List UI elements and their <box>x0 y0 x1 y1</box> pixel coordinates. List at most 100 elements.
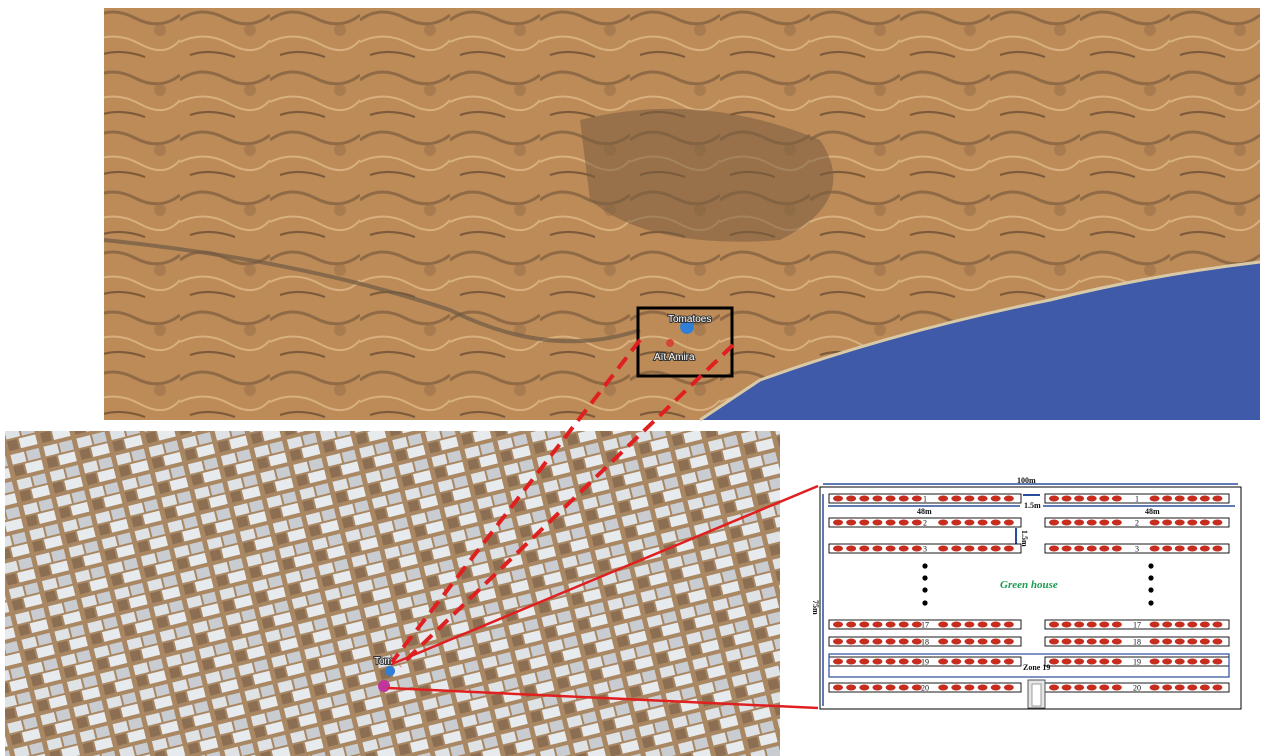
tomato-plant <box>833 495 843 502</box>
planting-row-18-left <box>828 636 1022 647</box>
ellipsis-dot <box>922 600 928 606</box>
tomato-plant <box>1187 684 1198 691</box>
tomato-plant <box>1149 638 1160 645</box>
greenhouse-label: Green house <box>1000 579 1058 591</box>
tomato-plant <box>977 658 988 665</box>
tomato-plant <box>1049 638 1059 645</box>
ellipsis-dot <box>1148 587 1154 593</box>
tomato-plant <box>1111 684 1122 691</box>
tomato-plant <box>846 519 857 526</box>
tomato-plant <box>1086 638 1097 645</box>
door-panel <box>1031 683 1042 707</box>
zone-19-label: Zone 19 <box>1023 663 1050 672</box>
tomato-plant <box>833 658 843 665</box>
tomato-plant <box>951 658 962 665</box>
tomato-plant <box>1174 658 1185 665</box>
tomato-plant <box>964 638 975 645</box>
tomato-plant <box>1174 638 1185 645</box>
tomato-plant <box>1199 545 1210 552</box>
tomato-plant <box>833 621 843 628</box>
tomato-plant <box>1212 684 1223 691</box>
tomato-plant <box>1003 495 1014 502</box>
tomato-plant <box>885 519 896 526</box>
planting-row-20-left <box>828 682 1022 693</box>
row-number-label: 2 <box>923 519 927 528</box>
tomato-plant <box>1162 495 1173 502</box>
ellipsis-dot <box>1148 575 1154 581</box>
aisle-label: 1.5m <box>1024 501 1041 510</box>
tomato-plant <box>1149 658 1160 665</box>
tomato-plant <box>898 658 909 665</box>
tomato-plant <box>898 684 909 691</box>
tomato-plant <box>1149 684 1160 691</box>
tomato-plant <box>1003 684 1014 691</box>
tomato-plant <box>1149 519 1160 526</box>
tomato-plant <box>898 621 909 628</box>
tomato-plant <box>964 545 975 552</box>
planting-row-1-right <box>1044 493 1230 504</box>
row-number-label: 3 <box>1135 545 1139 554</box>
tomato-plant <box>1003 638 1014 645</box>
tomato-plant <box>1049 621 1059 628</box>
tomato-plant <box>859 621 870 628</box>
tomato-plant <box>1187 638 1198 645</box>
tomato-plant <box>977 519 988 526</box>
tomato-plant <box>1174 684 1185 691</box>
river <box>103 238 641 344</box>
dashed-connector-left <box>390 338 642 664</box>
tomato-plant <box>872 545 883 552</box>
tomato-plant <box>911 658 922 665</box>
tomato-plant <box>1212 621 1223 628</box>
tomato-plant <box>1074 519 1085 526</box>
tomato-plant <box>977 495 988 502</box>
tomato-plant <box>1003 519 1014 526</box>
tomato-plant <box>885 638 896 645</box>
tomato-plant <box>938 684 949 691</box>
connectors <box>387 338 819 710</box>
tomato-plant <box>938 638 949 645</box>
tomato-plant <box>990 545 1001 552</box>
tomato-plant <box>964 684 975 691</box>
tomato-plant <box>1162 638 1173 645</box>
row-number-label: 17 <box>1133 621 1141 630</box>
tomato-plant <box>1049 658 1059 665</box>
tomato-plant <box>833 519 843 526</box>
tomato-plant <box>1111 621 1122 628</box>
tomato-plant <box>833 545 843 552</box>
tomato-plant <box>1174 545 1185 552</box>
tomato-plant <box>1086 684 1097 691</box>
tomato-plant <box>1074 684 1085 691</box>
tomato-plant <box>911 519 922 526</box>
solid-connector-top <box>391 484 819 666</box>
tomato-plant <box>938 658 949 665</box>
tomato-plant <box>911 621 922 628</box>
tomato-plant <box>1174 621 1185 628</box>
tomato-plant <box>990 658 1001 665</box>
tomato-plant <box>1086 519 1097 526</box>
tomato-plant <box>1187 545 1198 552</box>
zone-19-outline <box>828 653 1230 678</box>
tomato-plant <box>911 638 922 645</box>
location-marker-blue <box>680 320 695 350</box>
tomato-plant <box>898 495 909 502</box>
tomato-plant <box>964 519 975 526</box>
label-ait-amira: Aït Amira <box>654 352 695 363</box>
row-number-label: 19 <box>921 658 929 667</box>
tomato-plant <box>1074 495 1085 502</box>
tomato-plant <box>885 684 896 691</box>
tomato-plant <box>977 621 988 628</box>
label-tomatoes: Tomatoes <box>668 314 711 325</box>
tomato-plant <box>1003 658 1014 665</box>
tomato-plant <box>1187 519 1198 526</box>
planting-row-3-left <box>828 543 1022 554</box>
tomato-plant <box>1212 638 1223 645</box>
tomato-plant <box>872 495 883 502</box>
tomato-plant <box>846 621 857 628</box>
tomato-plant <box>1099 658 1110 665</box>
tomato-plant <box>938 545 949 552</box>
planting-row-17-right <box>1044 619 1230 630</box>
tomato-plant <box>1111 495 1122 502</box>
tomato-plant <box>1099 638 1110 645</box>
